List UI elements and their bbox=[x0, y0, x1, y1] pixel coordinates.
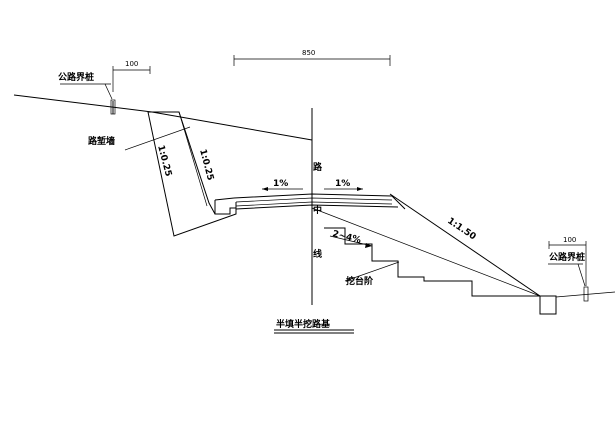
centerline-char-2: 中 bbox=[313, 204, 322, 216]
retaining-wall-label: 路堑墙 bbox=[88, 135, 115, 147]
top-dim-label: 850 bbox=[302, 49, 315, 57]
ground-line-right bbox=[555, 291, 615, 298]
fill-slope-label: 1:1.50 bbox=[445, 216, 477, 242]
crown-arrow-left-head bbox=[262, 187, 268, 191]
left-ditch-edge bbox=[214, 197, 235, 201]
fill-slope-line bbox=[389, 193, 541, 297]
retaining-wall-back bbox=[178, 111, 208, 207]
right-stake-post bbox=[583, 286, 589, 302]
road-surface-top bbox=[233, 193, 406, 210]
benching-steps bbox=[324, 227, 540, 297]
left-boundary-stake-label: 公路界桩 bbox=[58, 71, 94, 83]
left-stake-post bbox=[110, 99, 116, 115]
centerline-char-3: 线 bbox=[313, 248, 322, 260]
right-dim-label: 100 bbox=[563, 236, 576, 244]
benching-leader bbox=[344, 261, 400, 282]
wall-back-slope-label: 1:0.25 bbox=[197, 148, 215, 182]
section-title: 半填半挖路基 bbox=[276, 318, 331, 330]
crown-arrow-right-head bbox=[357, 187, 363, 191]
retaining-wall-leader bbox=[124, 126, 191, 151]
right-stake-leader-diag bbox=[577, 263, 586, 287]
road-surface-layer1 bbox=[235, 197, 393, 203]
ground-line-left bbox=[13, 94, 313, 141]
left-ditch bbox=[214, 200, 237, 215]
left-stake-leader-diag bbox=[104, 83, 113, 100]
benching-label: 挖台阶 bbox=[346, 275, 374, 287]
right-toe-block bbox=[539, 295, 557, 315]
bench-base-line bbox=[311, 207, 541, 297]
right-boundary-stake-label: 公路界桩 bbox=[549, 251, 585, 263]
left-dim-label: 100 bbox=[125, 60, 138, 68]
step-slope-label: 2~4% bbox=[331, 229, 362, 246]
centerline-char-1: 路 bbox=[313, 161, 323, 173]
crown-slope-left-label: 1% bbox=[273, 179, 288, 189]
retaining-wall-body bbox=[147, 111, 237, 237]
crown-slope-right-label: 1% bbox=[335, 179, 350, 189]
